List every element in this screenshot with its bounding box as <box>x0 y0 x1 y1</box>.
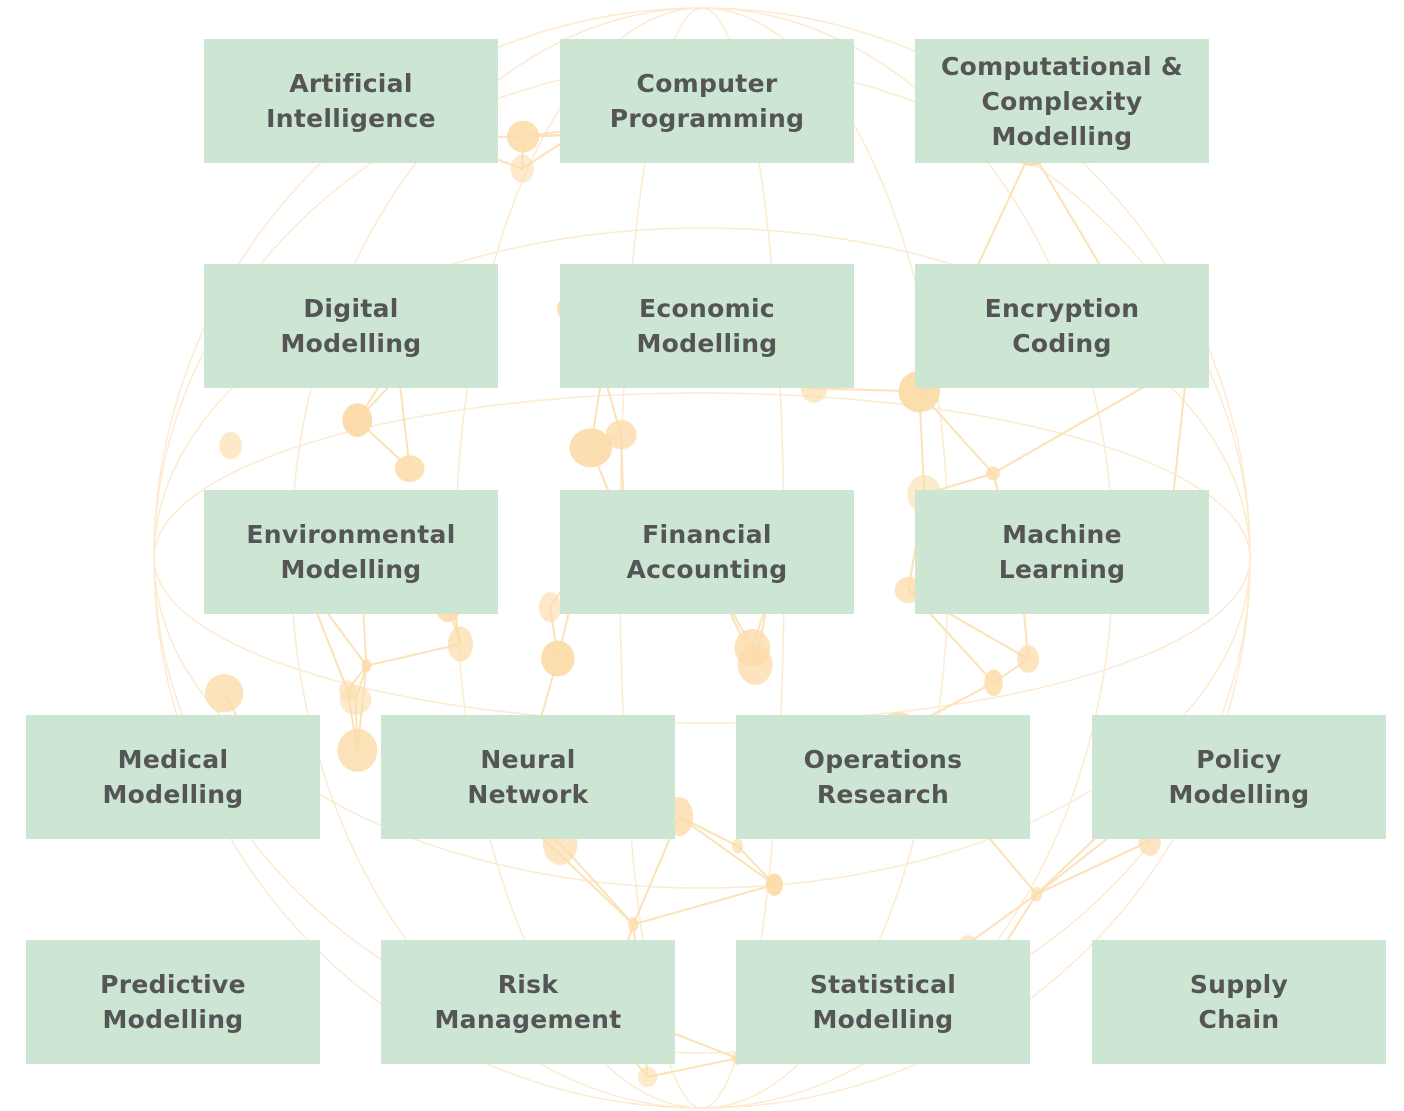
network-node <box>342 403 373 437</box>
topic-box-machine-learning: Machine Learning <box>915 490 1209 614</box>
network-link <box>361 605 368 666</box>
network-node <box>394 455 425 483</box>
topic-box-financial-accounting: Financial Accounting <box>560 490 854 614</box>
network-node <box>1030 886 1043 902</box>
topic-label: Risk Management <box>434 970 622 1034</box>
topic-box-encryption-coding: Encryption Coding <box>915 264 1209 388</box>
topic-box-policy-modelling: Policy Modelling <box>1092 715 1386 839</box>
topic-box-operations-research: Operations Research <box>736 715 1030 839</box>
network-node <box>447 626 474 662</box>
topic-box-supply-chain: Supply Chain <box>1092 940 1386 1064</box>
network-node <box>1017 645 1040 673</box>
network-link <box>1036 839 1151 896</box>
topic-label: Statistical Modelling <box>809 970 957 1034</box>
topic-label: Predictive Modelling <box>100 970 246 1034</box>
topic-label: Machine Learning <box>998 520 1126 584</box>
topic-box-statistical-modelling: Statistical Modelling <box>736 940 1030 1064</box>
topic-label: Supply Chain <box>1189 970 1289 1034</box>
topic-label: Operations Research <box>803 745 963 809</box>
network-node <box>538 592 562 623</box>
network-node <box>510 154 535 183</box>
network-node <box>339 685 372 715</box>
topic-box-computational-complexity-modelling: Computational & Complexity Modelling <box>915 39 1209 163</box>
topic-label: Encryption Coding <box>984 294 1140 358</box>
network-link <box>967 893 1038 945</box>
network-node <box>732 838 744 854</box>
network-node <box>986 466 1001 481</box>
network-node <box>605 419 637 450</box>
topic-label: Financial Accounting <box>626 520 788 584</box>
topic-label: Medical Modelling <box>102 745 244 809</box>
topic-box-predictive-modelling: Predictive Modelling <box>26 940 320 1064</box>
topic-box-digital-modelling: Digital Modelling <box>204 264 498 388</box>
network-node <box>637 1066 658 1088</box>
network-node <box>541 640 575 677</box>
topic-label: Computer Programming <box>609 69 805 133</box>
topic-box-computer-programming: Computer Programming <box>560 39 854 163</box>
network-node <box>205 674 244 713</box>
network-node <box>506 120 540 153</box>
topic-label: Computational & Complexity Modelling <box>940 51 1184 151</box>
topic-label: Economic Modelling <box>636 294 778 358</box>
network-node <box>361 659 372 673</box>
network-link <box>397 376 411 469</box>
network-node <box>765 873 783 896</box>
topic-box-economic-modelling: Economic Modelling <box>560 264 854 388</box>
network-node <box>337 728 378 772</box>
network-node <box>219 431 242 460</box>
network-link <box>678 815 776 886</box>
network-node <box>628 916 639 932</box>
topic-box-artificial-intelligence: Artificial Intelligence <box>204 39 498 163</box>
topic-box-risk-management: Risk Management <box>381 940 675 1064</box>
topic-label: Policy Modelling <box>1168 745 1310 809</box>
topic-label: Neural Network <box>467 745 589 809</box>
network-link <box>366 643 461 667</box>
topic-label: Environmental Modelling <box>246 520 456 584</box>
network-node <box>569 428 613 468</box>
topic-box-medical-modelling: Medical Modelling <box>26 715 320 839</box>
network-link <box>647 1057 738 1078</box>
topic-label: Artificial Intelligence <box>266 69 436 133</box>
topic-box-neural-network: Neural Network <box>381 715 675 839</box>
network-node <box>734 628 771 668</box>
globe-parallel <box>153 392 1251 724</box>
network-link <box>633 883 775 926</box>
network-node <box>984 669 1004 697</box>
topic-label: Digital Modelling <box>280 294 422 358</box>
topic-box-environmental-modelling: Environmental Modelling <box>204 490 498 614</box>
